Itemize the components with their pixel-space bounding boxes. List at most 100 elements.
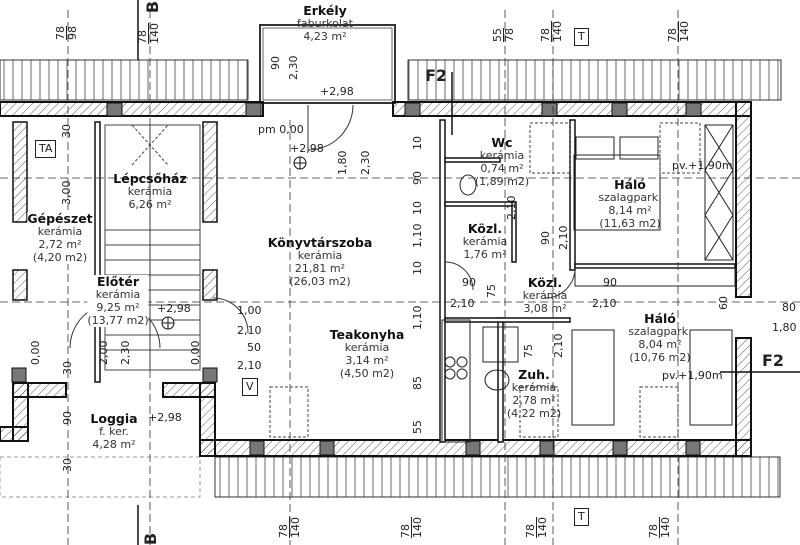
opening-dim: 10 <box>411 261 424 275</box>
skylights <box>269 122 701 438</box>
room-area: 4,28 m² <box>92 438 136 451</box>
opening-dim: 2,10 <box>552 333 565 359</box>
room-erkely: Erkély faburkolat 4,23 m² <box>297 4 353 43</box>
room-kozl-2: Közl. kerámia 3,08 m² <box>523 276 568 315</box>
opening-dim: 10 <box>411 136 424 150</box>
tag-t-top: T <box>574 28 589 46</box>
room-zuhanyzo: Zuh. kerámia 2,78 m² (4,22 m2) <box>507 368 561 420</box>
opening-dim: 1,00 <box>237 304 262 317</box>
room-name: Előtér <box>96 274 140 289</box>
opening-dim: 30 <box>61 361 74 375</box>
double-bed <box>573 124 734 261</box>
opening-dim: 1,10 <box>411 223 424 249</box>
opening-dim: 2,30 <box>119 340 132 366</box>
balcony-outline <box>259 24 396 104</box>
kitchen-counter <box>441 174 519 443</box>
opening-dim: 85 <box>411 376 424 390</box>
opening-dim: 2,10 <box>237 324 262 337</box>
level-library: +2,98 <box>290 142 324 155</box>
room-floor: kerámia <box>479 149 525 162</box>
level-pm: pm 0,00 <box>258 123 304 136</box>
room-name: Háló <box>644 311 676 326</box>
room-wc: Wc kerámia 0,74 m² (1,89 m2) <box>475 136 529 188</box>
room-konyvtarszoba: Könyvtárszoba kerámia 21,81 m² (26,03 m2… <box>268 236 373 288</box>
opening-dim: 80 <box>782 301 796 314</box>
room-name: Közl. <box>527 275 563 290</box>
room-area: 4,23 m² <box>303 30 347 43</box>
opening-dim: 1,80 <box>772 321 797 334</box>
room-name: Loggia <box>90 411 138 426</box>
room-halo-1: Háló szalagpark. 8,14 m² (11,63 m2) <box>598 178 661 230</box>
opening-dim: 90 <box>462 276 476 289</box>
level-loggia: +2,98 <box>148 411 182 424</box>
axis-lines <box>0 10 800 545</box>
room-floor: f. ker. <box>99 425 129 438</box>
room-floor: kerámia <box>95 288 141 301</box>
opening-dim: 2,00 <box>97 340 110 366</box>
opening-dim: 60 <box>717 296 730 310</box>
opening-dim: 75 <box>522 344 535 358</box>
opening-dim: 2,30 <box>287 55 300 81</box>
room-name: Közl. <box>467 221 503 236</box>
opening-dim: 2,10 <box>237 359 262 372</box>
room-name: Lépcsőház <box>113 171 187 186</box>
room-name: Zuh. <box>518 367 550 382</box>
room-name: Háló <box>614 177 646 192</box>
tag-ta: TA <box>35 140 57 158</box>
opening-dim: 30 <box>60 124 73 138</box>
room-gross-area: (1,89 m2) <box>474 175 530 188</box>
room-gross-area: (4,22 m2) <box>506 407 562 420</box>
level-pv-1: pv.+1,90m <box>672 159 733 172</box>
room-name: Könyvtárszoba <box>267 235 373 250</box>
room-area: 21,81 m² <box>294 262 346 275</box>
room-name: Erkély <box>303 3 347 18</box>
opening-dim: 2,30 <box>359 150 372 176</box>
room-area: 0,74 m² <box>480 162 524 175</box>
room-area: 3,14 m² <box>345 354 389 367</box>
room-teakonyha: Teakonyha kerámia 3,14 m² (4,50 m2) <box>330 328 405 380</box>
opening-dim: 75 <box>485 284 498 298</box>
room-floor: kerámia <box>127 185 173 198</box>
opening-dim: 2,10 <box>557 225 570 251</box>
level-balcony: +2,98 <box>320 85 354 98</box>
room-floor: kerámia <box>511 381 557 394</box>
room-gross-area: (10,76 m2) <box>629 351 691 364</box>
room-floor: kerámia <box>462 235 508 248</box>
room-floor: faburkolat <box>297 17 353 30</box>
section-lines <box>137 0 800 545</box>
opening-dim: 10 <box>411 201 424 215</box>
room-floor: kerámia <box>344 341 390 354</box>
opening-dim: 3,00 <box>60 180 73 206</box>
opening-dim: 1,10 <box>411 305 424 331</box>
room-name: Gépészet <box>27 211 93 226</box>
room-gross-area: (13,77 m2) <box>87 314 149 327</box>
section-f2-top: F2 <box>425 66 448 85</box>
room-floor: kerámia <box>37 225 83 238</box>
room-halo-2: Háló szalagpark. 8,04 m² (10,76 m2) <box>628 312 691 364</box>
room-area: 3,08 m² <box>523 302 567 315</box>
opening-dim: 90 <box>269 56 282 70</box>
level-markers <box>161 156 307 330</box>
room-gross-area: (4,50 m2) <box>339 367 395 380</box>
opening-dim: 90 <box>61 411 74 425</box>
section-f2-right: F2 <box>762 351 785 370</box>
staircase <box>104 124 201 371</box>
room-area: 6,26 m² <box>128 198 172 211</box>
opening-dim: 2,10 <box>505 195 518 221</box>
inner-walls <box>12 119 736 443</box>
room-gross-area: (26,03 m2) <box>289 275 351 288</box>
single-beds <box>571 267 736 426</box>
room-area: 9,25 m² <box>96 301 140 314</box>
room-name: Teakonyha <box>329 327 405 342</box>
opening-dim: 30 <box>61 458 74 472</box>
room-eloter: Előtér kerámia 9,25 m² (13,77 m2) <box>87 274 149 327</box>
opening-dim: 50 <box>247 341 261 354</box>
opening-dim: 90 <box>539 231 552 245</box>
